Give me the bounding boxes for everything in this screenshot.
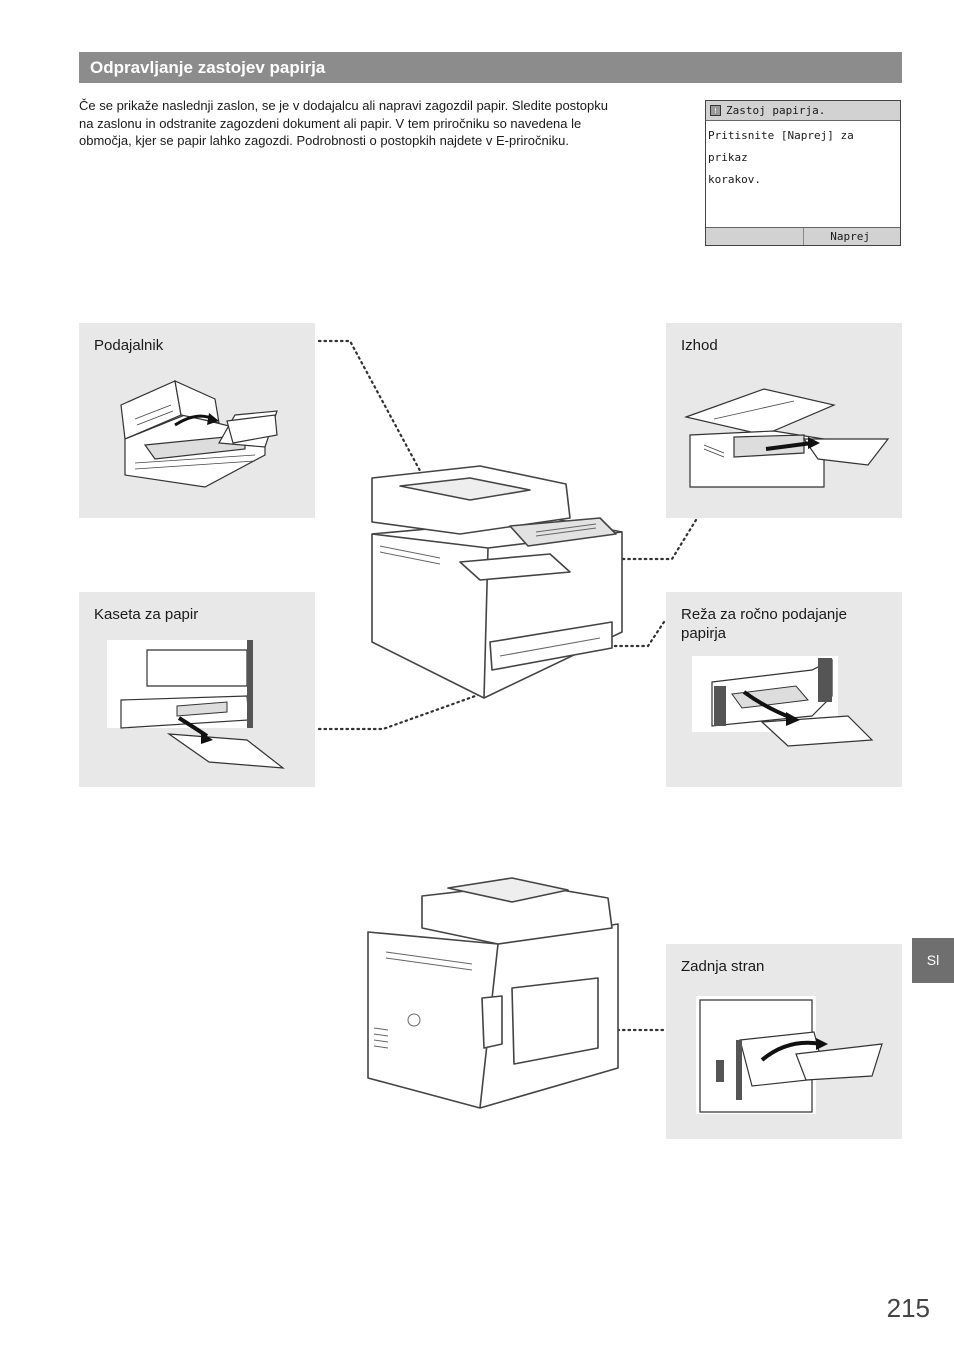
output-jam-illustration (684, 388, 890, 488)
panel-label: Kaseta za papir (94, 606, 199, 623)
lcd-message-line: korakov. (708, 173, 761, 186)
connector-cassette (317, 678, 522, 731)
rear-jam-illustration (696, 996, 883, 1114)
intro-text: Če se prikaže naslednji zaslon, se je v … (79, 97, 679, 150)
cassette-jam-illustration (107, 640, 285, 769)
manual-feed-jam-illustration (692, 656, 874, 747)
connector-feeder (317, 339, 434, 495)
alert-icon: ! (710, 105, 721, 116)
panel-label: Izhod (681, 337, 718, 354)
section-title: Odpravljanje zastojev papirja (79, 52, 902, 83)
lcd-title: Zastoj papirja. (726, 104, 826, 117)
panel-cassette: Kaseta za papir (79, 592, 315, 787)
panel-label: Zadnja stran (681, 958, 765, 975)
intro-line: Če se prikaže naslednji zaslon, se je v … (79, 98, 608, 113)
language-tab: Sl (912, 938, 954, 983)
intro-line: območja, kjer se papir lahko zagozdi. Po… (79, 133, 569, 148)
printer-front-illustration (371, 465, 623, 699)
panel-label: Podajalnik (94, 337, 164, 354)
panel-rear: Zadnja stran (666, 944, 902, 1139)
intro-line: na zaslonu in odstranite zagozdeni dokum… (79, 115, 582, 131)
lcd-softkey-empty (706, 228, 804, 245)
page-number: 215 (886, 1293, 930, 1323)
lcd-screen: ! Zastoj papirja. Pritisnite [Naprej] za… (705, 100, 901, 246)
panel-label: Reža za ročno podajanje papirja (681, 606, 847, 642)
lcd-softkey-next: Naprej (830, 230, 870, 243)
panel-output: Izhod (666, 323, 902, 518)
feeder-jam-illustration (120, 379, 278, 488)
lcd-title-bar: ! Zastoj papirja. (706, 101, 900, 121)
panel-feeder: Podajalnik (79, 323, 315, 518)
lcd-message: Pritisnite [Naprej] za prikaz korakov. (706, 121, 900, 225)
lcd-message-line: Pritisnite [Naprej] za prikaz (708, 129, 854, 164)
panel-manual-feed: Reža za ročno podajanje papirja (666, 592, 902, 787)
printer-rear-illustration (367, 877, 619, 1109)
lcd-softkey-bar: Naprej (706, 227, 900, 245)
